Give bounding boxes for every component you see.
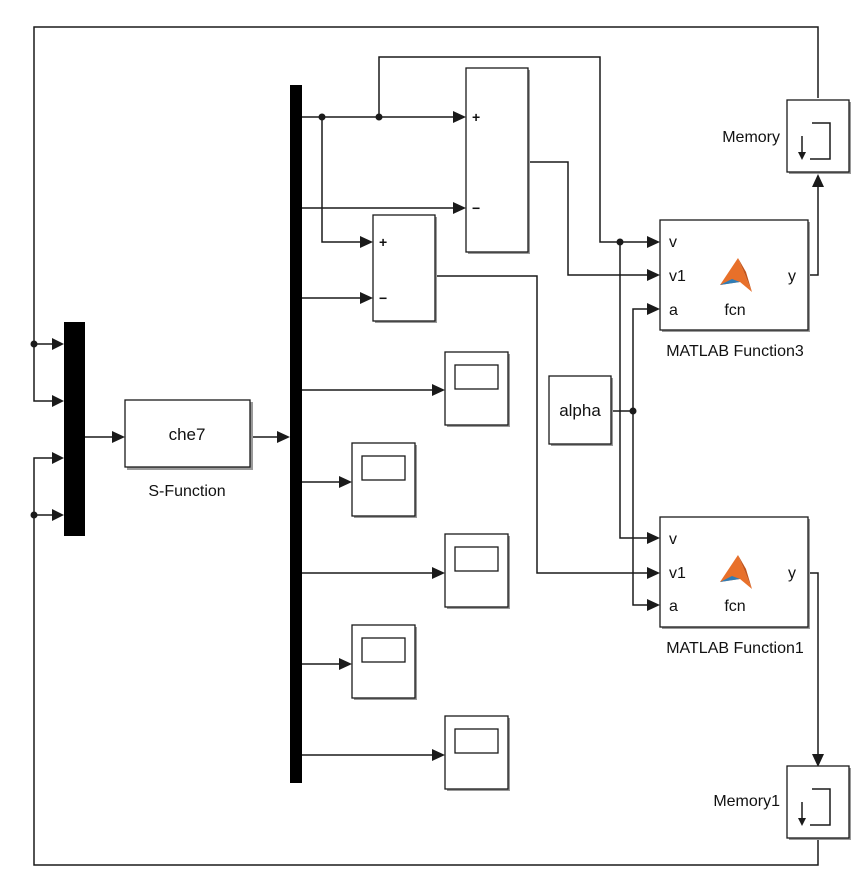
scope-block-1[interactable] xyxy=(444,351,510,427)
matlab-logo-icon xyxy=(720,555,752,589)
port-v1: v1 xyxy=(669,565,686,582)
port-y: y xyxy=(788,565,796,582)
port-v1: v1 xyxy=(669,268,686,285)
memory-icon xyxy=(798,122,831,160)
matlab-function3-label: MATLAB Function3 xyxy=(666,343,804,360)
scope-block-5[interactable] xyxy=(444,715,510,791)
port-v: v xyxy=(669,234,677,251)
alpha-text: alpha xyxy=(559,401,601,420)
sum-block-middle[interactable]: + − xyxy=(372,214,437,323)
sum-mid-plus-sign: + xyxy=(379,234,387,250)
memory-block[interactable] xyxy=(786,99,851,174)
port-y: y xyxy=(788,268,796,285)
scope-block-3[interactable] xyxy=(444,533,510,609)
memory-icon xyxy=(798,788,831,826)
scope-block-2[interactable] xyxy=(351,442,417,518)
sum-block-top[interactable]: + − xyxy=(465,67,530,254)
port-a: a xyxy=(669,302,678,319)
sfunction-label: S-Function xyxy=(148,483,225,500)
fcn-label: fcn xyxy=(724,598,745,615)
scope-icon xyxy=(454,728,499,754)
mux-block[interactable] xyxy=(64,322,85,536)
memory1-label: Memory1 xyxy=(713,793,780,810)
matlab-function1-block[interactable]: v v1 a y fcn xyxy=(659,516,810,629)
branch-points xyxy=(30,113,637,519)
scope-icon xyxy=(361,637,406,663)
sum-top-plus-sign: + xyxy=(472,109,480,125)
sfunction-block[interactable]: che7 xyxy=(124,399,253,470)
matlab-function3-block[interactable]: v v1 a y fcn xyxy=(659,219,810,332)
demux-block[interactable] xyxy=(290,85,302,783)
memory-label: Memory xyxy=(722,129,780,146)
matlab-logo-icon xyxy=(720,258,752,292)
sum-mid-minus-sign: − xyxy=(379,290,387,306)
scope-icon xyxy=(361,455,406,481)
memory1-block[interactable] xyxy=(786,765,851,840)
port-v: v xyxy=(669,531,677,548)
port-a: a xyxy=(669,598,678,615)
fcn-label: fcn xyxy=(724,302,745,319)
wire-arrowheads xyxy=(52,111,824,767)
scope-icon xyxy=(454,364,499,390)
scope-block-4[interactable] xyxy=(351,624,417,700)
signal-wires xyxy=(33,26,819,866)
sum-top-minus-sign: − xyxy=(472,200,480,216)
scope-icon xyxy=(454,546,499,572)
sfunction-text: che7 xyxy=(169,425,206,444)
alpha-constant-block[interactable]: alpha xyxy=(548,375,613,446)
matlab-function1-label: MATLAB Function1 xyxy=(666,640,804,657)
